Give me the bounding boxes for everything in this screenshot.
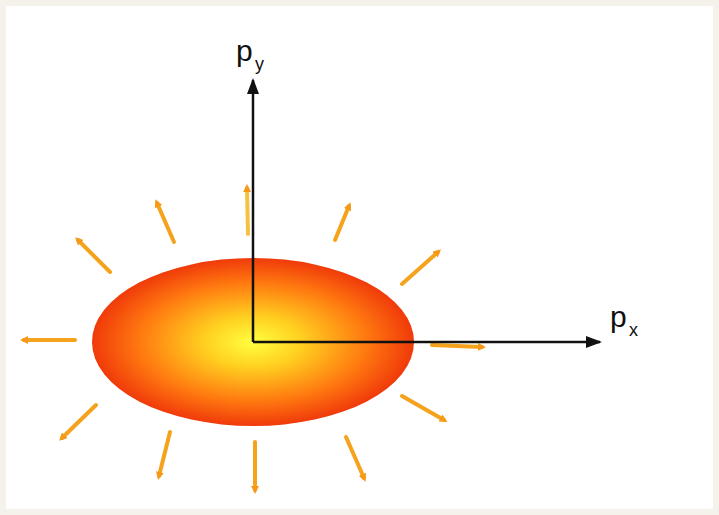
axis-label: p (236, 36, 253, 66)
momentum-axes (253, 80, 600, 342)
axis-subscript: y (255, 55, 264, 73)
axis-subscript: x (629, 321, 638, 339)
axis-label: p (610, 302, 627, 332)
background-panel (6, 6, 713, 509)
